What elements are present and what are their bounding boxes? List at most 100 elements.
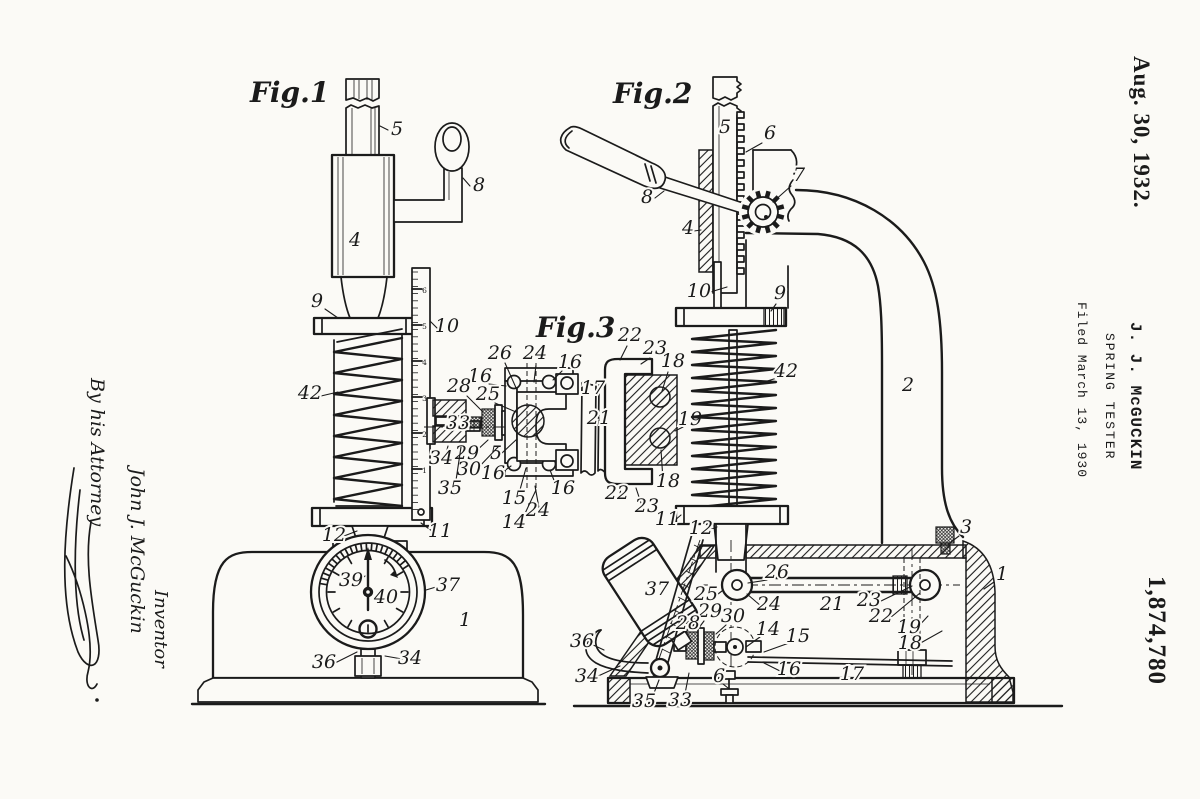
leader-line [473, 439, 489, 454]
ruler-number: 5 [422, 322, 427, 331]
leader-line [708, 526, 718, 531]
leader-line [683, 672, 690, 700]
inventor-name: J. J. McGUCKIN [1126, 322, 1144, 471]
leader-line [520, 489, 537, 523]
part-number-6: 6 [713, 665, 725, 687]
leader-line [770, 303, 777, 312]
leader-line [660, 449, 664, 481]
part-number-35: 35 [438, 477, 462, 499]
fig2-label: Fig.2 [612, 77, 692, 110]
leader-line [334, 651, 358, 664]
part-number-22: 22 [617, 324, 642, 346]
fig3-u-bracket [603, 357, 678, 486]
leader-line [983, 581, 995, 590]
fig1-spring [332, 328, 404, 509]
fig3-label: Fig.3 [535, 311, 615, 344]
leader-line [745, 142, 763, 153]
part-number-16: 16 [777, 658, 801, 680]
part-number-14: 14 [756, 618, 780, 640]
leader-line [358, 575, 366, 582]
part-number-29: 29 [697, 600, 722, 622]
leader-line [915, 615, 929, 630]
part-number-42: 42 [773, 360, 798, 382]
leader-line [595, 665, 621, 678]
fig1-upper-flange [312, 276, 416, 336]
part-number-3: 3 [960, 516, 972, 538]
part-number-18: 18 [898, 632, 922, 654]
fig2-drawing: Fig.2 [559, 76, 1064, 714]
leader-line [494, 402, 517, 413]
part-number-28: 28 [675, 612, 700, 634]
part-number-30: 30 [457, 458, 481, 480]
patent-title: SPRING TESTER [1102, 333, 1117, 461]
leader-line [693, 229, 702, 232]
leader-line [661, 371, 669, 392]
fig3-clamp-block [504, 363, 579, 490]
fig1-crank-handle [393, 122, 470, 223]
part-number-10: 10 [435, 315, 459, 337]
fig2-gib-bar [698, 149, 714, 273]
ruler-ticks [411, 271, 423, 511]
part-number-28: 28 [446, 375, 471, 397]
part-number-16: 16 [558, 351, 582, 373]
part-number-16: 16 [551, 477, 575, 499]
part-number-21: 21 [819, 593, 844, 615]
leader-line [425, 586, 437, 591]
leader-line [619, 345, 628, 361]
leader-line [420, 522, 433, 532]
ruler-number: 2 [422, 430, 427, 439]
leader-line [635, 487, 643, 507]
leader-line [673, 514, 682, 522]
leader-line [462, 177, 471, 187]
part-number-11: 11 [655, 508, 679, 530]
attorney-signature-flourish [63, 467, 100, 702]
fig1-cylinder [330, 153, 396, 279]
leader-line [444, 445, 449, 458]
leader-line [501, 438, 518, 454]
leader-line [713, 590, 723, 598]
ruler-number: 3 [422, 394, 427, 403]
leader-line [499, 465, 512, 475]
part-number-22: 22 [604, 482, 629, 504]
fig1-drawing: Fig.1 [190, 76, 547, 706]
leader-line [384, 655, 403, 660]
part-number-34: 34 [429, 447, 453, 469]
part-number-25: 25 [475, 383, 500, 405]
fig1-label: Fig.1 [249, 76, 329, 109]
part-number-9: 9 [774, 282, 786, 304]
leader-line [916, 630, 943, 646]
leader-line [745, 636, 761, 648]
part-number-1: 1 [996, 563, 1008, 585]
ruler-number: 1 [422, 466, 427, 475]
leader-line [517, 467, 527, 498]
part-number-25: 25 [693, 583, 718, 605]
part-number-26: 26 [487, 342, 512, 364]
fig2-spring-column [674, 261, 790, 561]
patent-number: 1,874,780 [1143, 576, 1170, 685]
leader-line [619, 485, 623, 494]
leader-line [640, 357, 651, 365]
fig2-rack [712, 76, 745, 294]
part-number-1: 1 [459, 609, 471, 631]
leader-line [429, 320, 438, 329]
part-number-5: 5 [719, 116, 731, 138]
leader-line [722, 683, 729, 689]
part-number-23: 23 [642, 337, 667, 359]
part-number-39: 39 [339, 569, 363, 591]
part-number-29: 29 [454, 442, 479, 464]
part-number-30: 30 [721, 605, 745, 627]
part-number-23: 23 [634, 495, 659, 517]
leader-line [320, 391, 339, 397]
part-number-34: 34 [575, 665, 599, 687]
part-number-40: 40 [373, 586, 398, 608]
leader-line [476, 445, 500, 470]
part-number-12: 12 [689, 517, 713, 539]
part-number-18: 18 [661, 350, 685, 372]
leader-line [878, 585, 913, 603]
leader-line [533, 364, 537, 383]
part-number-7: 7 [793, 164, 806, 186]
leader-line [466, 395, 484, 413]
